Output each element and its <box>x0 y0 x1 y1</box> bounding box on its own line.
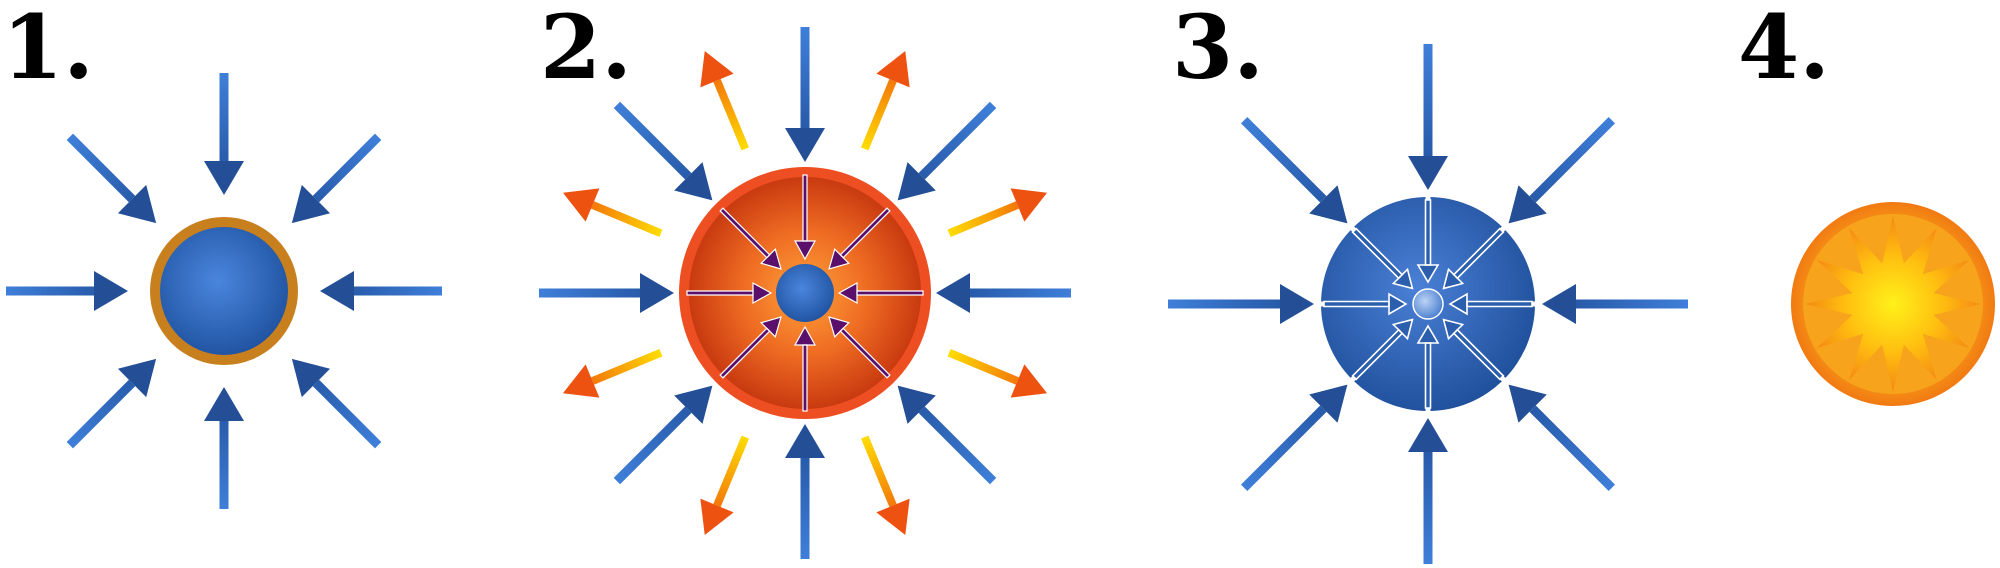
laser-arrow <box>1508 116 1616 224</box>
laser-arrow <box>291 133 382 224</box>
burst-star <box>1805 216 1981 392</box>
step-label-3: 3. <box>1172 0 1264 99</box>
compression-arrows <box>1323 199 1533 409</box>
implosion-arrow <box>719 316 782 379</box>
compression-arrow <box>1416 324 1440 409</box>
laser-arrow <box>1408 44 1448 190</box>
blowoff-arrow <box>861 435 910 536</box>
step-label-1: 1. <box>2 0 94 99</box>
laser-beams-inbound <box>539 27 1071 559</box>
laser-arrow <box>204 73 244 195</box>
panel-4-ignition <box>1791 202 1995 406</box>
blowoff-arrow <box>700 50 749 151</box>
blowoff-arrow <box>562 188 663 237</box>
laser-arrow <box>291 358 382 449</box>
implosion-arrows <box>686 174 924 412</box>
compression-arrow <box>1448 292 1533 316</box>
laser-arrow <box>1240 384 1348 492</box>
laser-arrow <box>1240 116 1348 224</box>
blowoff-arrow <box>562 349 663 398</box>
laser-arrow <box>66 358 157 449</box>
laser-arrow <box>613 385 713 485</box>
panel-1-fuel-pellet <box>6 73 442 509</box>
implosion-arrow <box>837 281 924 305</box>
fuel-core <box>160 227 288 355</box>
laser-arrow <box>66 133 157 224</box>
implosion-arrow <box>793 325 817 412</box>
laser-arrow <box>1168 284 1314 324</box>
laser-arrow <box>897 385 997 485</box>
step-label-2: 2. <box>540 0 632 99</box>
compression-arrow <box>1351 227 1414 290</box>
panel-2-implosion <box>539 27 1071 559</box>
laser-arrow <box>1408 418 1448 564</box>
implosion-arrow <box>828 316 891 379</box>
laser-arrow <box>785 424 825 559</box>
laser-arrow <box>204 387 244 509</box>
laser-arrow <box>320 271 442 311</box>
compression-arrow <box>1442 318 1505 381</box>
laser-beams-inbound <box>6 73 442 509</box>
implosion-arrow <box>828 207 891 270</box>
laser-arrow <box>936 273 1071 313</box>
implosion-arrow <box>719 207 782 270</box>
laser-arrow <box>539 273 674 313</box>
laser-arrow <box>6 271 128 311</box>
hot-spot <box>1412 288 1444 320</box>
implosion-arrow <box>793 174 817 261</box>
blowoff-arrow <box>861 50 910 151</box>
compression-arrow <box>1323 292 1408 316</box>
compressing-core <box>776 264 834 322</box>
laser-arrow <box>785 27 825 162</box>
compression-arrow <box>1416 199 1440 284</box>
step-label-4: 4. <box>1738 0 1830 99</box>
blowoff-arrow <box>947 188 1048 237</box>
laser-arrow <box>613 101 713 201</box>
implosion-arrow <box>686 281 773 305</box>
panel-3-compression <box>1168 44 1688 564</box>
laser-arrow <box>1542 284 1688 324</box>
ablation-blowoff-arrows <box>562 50 1048 536</box>
blowoff-arrow <box>947 349 1048 398</box>
compression-arrow <box>1442 227 1505 290</box>
laser-beams-inbound <box>1168 44 1688 564</box>
laser-arrow <box>1508 384 1616 492</box>
laser-arrow <box>897 101 997 201</box>
blowoff-arrow <box>700 435 749 536</box>
compression-arrow <box>1351 318 1414 381</box>
